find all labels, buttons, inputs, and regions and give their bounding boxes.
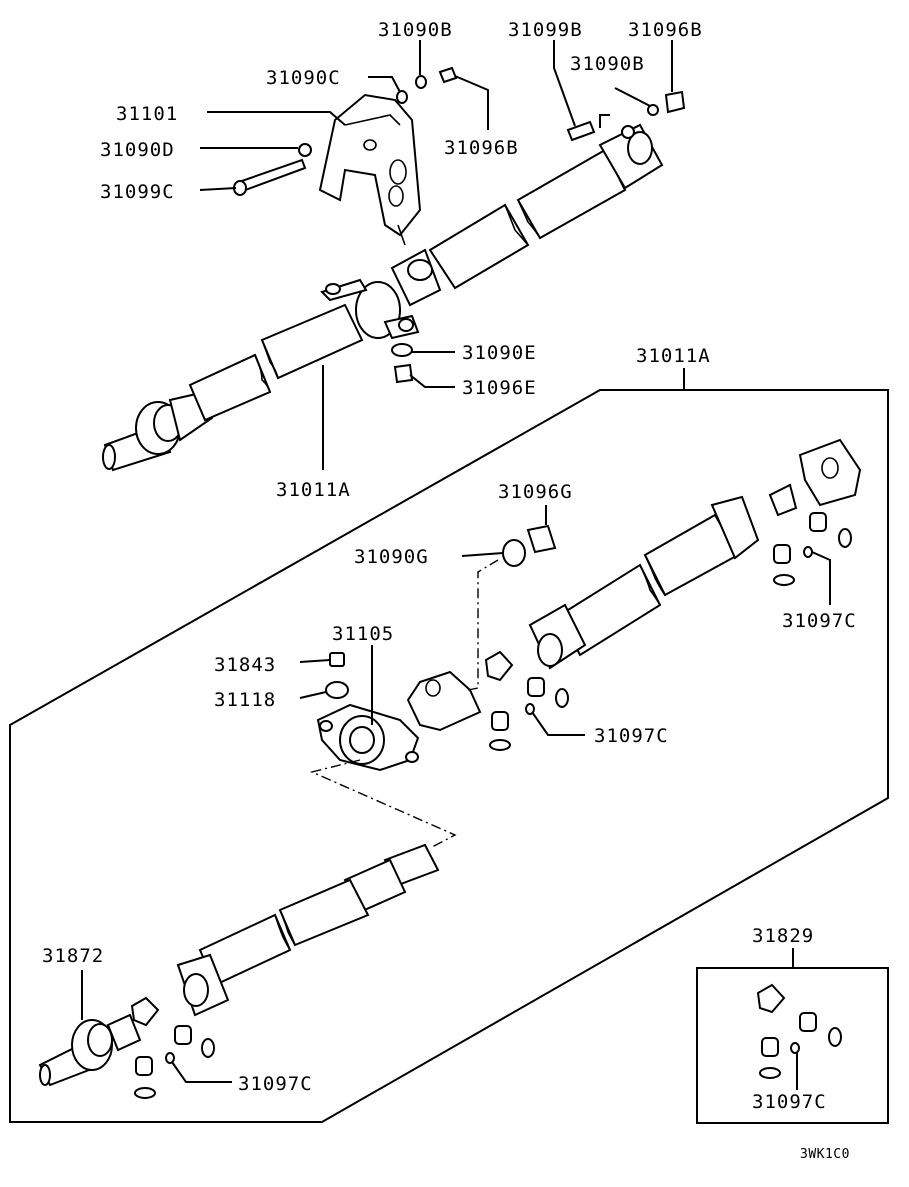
label-31099B: 31099B [508,19,583,41]
label-31097C-d: 31097C [752,1091,827,1113]
label-31097C-b: 31097C [594,725,669,747]
label-31097C-c: 31097C [238,1073,313,1095]
label-31099C: 31099C [100,181,175,203]
label-31090B-right: 31090B [570,53,645,75]
alignment-line-center [309,759,457,849]
center-bearing-assembly [316,524,569,772]
label-31096E: 31096E [462,377,537,399]
label-31096B-top: 31096B [628,19,703,41]
exploded-leader-lines [81,505,831,1083]
top-fasteners [233,66,686,384]
label-31011A-right: 31011A [636,345,711,367]
assembled-propeller-shaft [102,123,664,472]
label-31829: 31829 [752,925,814,947]
label-31096B-mid: 31096B [444,137,519,159]
label-31096G: 31096G [498,481,573,503]
label-31011A-left: 31011A [276,479,351,501]
front-shaft-exploded [38,843,440,1099]
kit-box-31829 [696,948,889,1124]
part-labels: 31090B 31099B 31096B 31090C 31090B 31101… [42,19,857,1162]
diagram-code: 3WK1C0 [800,1147,850,1162]
mounting-bracket [318,93,422,246]
alignment-line-yoke [467,559,499,691]
label-31090D: 31090D [100,139,175,161]
label-31118: 31118 [214,689,276,711]
label-31843: 31843 [214,654,276,676]
label-31101: 31101 [116,103,178,125]
exploded-view-outline [9,389,889,1123]
rear-shaft-exploded [528,438,862,670]
label-31090B-top: 31090B [378,19,453,41]
label-31090G: 31090G [354,546,429,568]
label-31872: 31872 [42,945,104,967]
label-31097C-a: 31097C [782,610,857,632]
label-31090C: 31090C [266,67,341,89]
label-31105: 31105 [332,623,394,645]
label-31090E: 31090E [462,342,537,364]
top-leader-lines [199,40,673,470]
